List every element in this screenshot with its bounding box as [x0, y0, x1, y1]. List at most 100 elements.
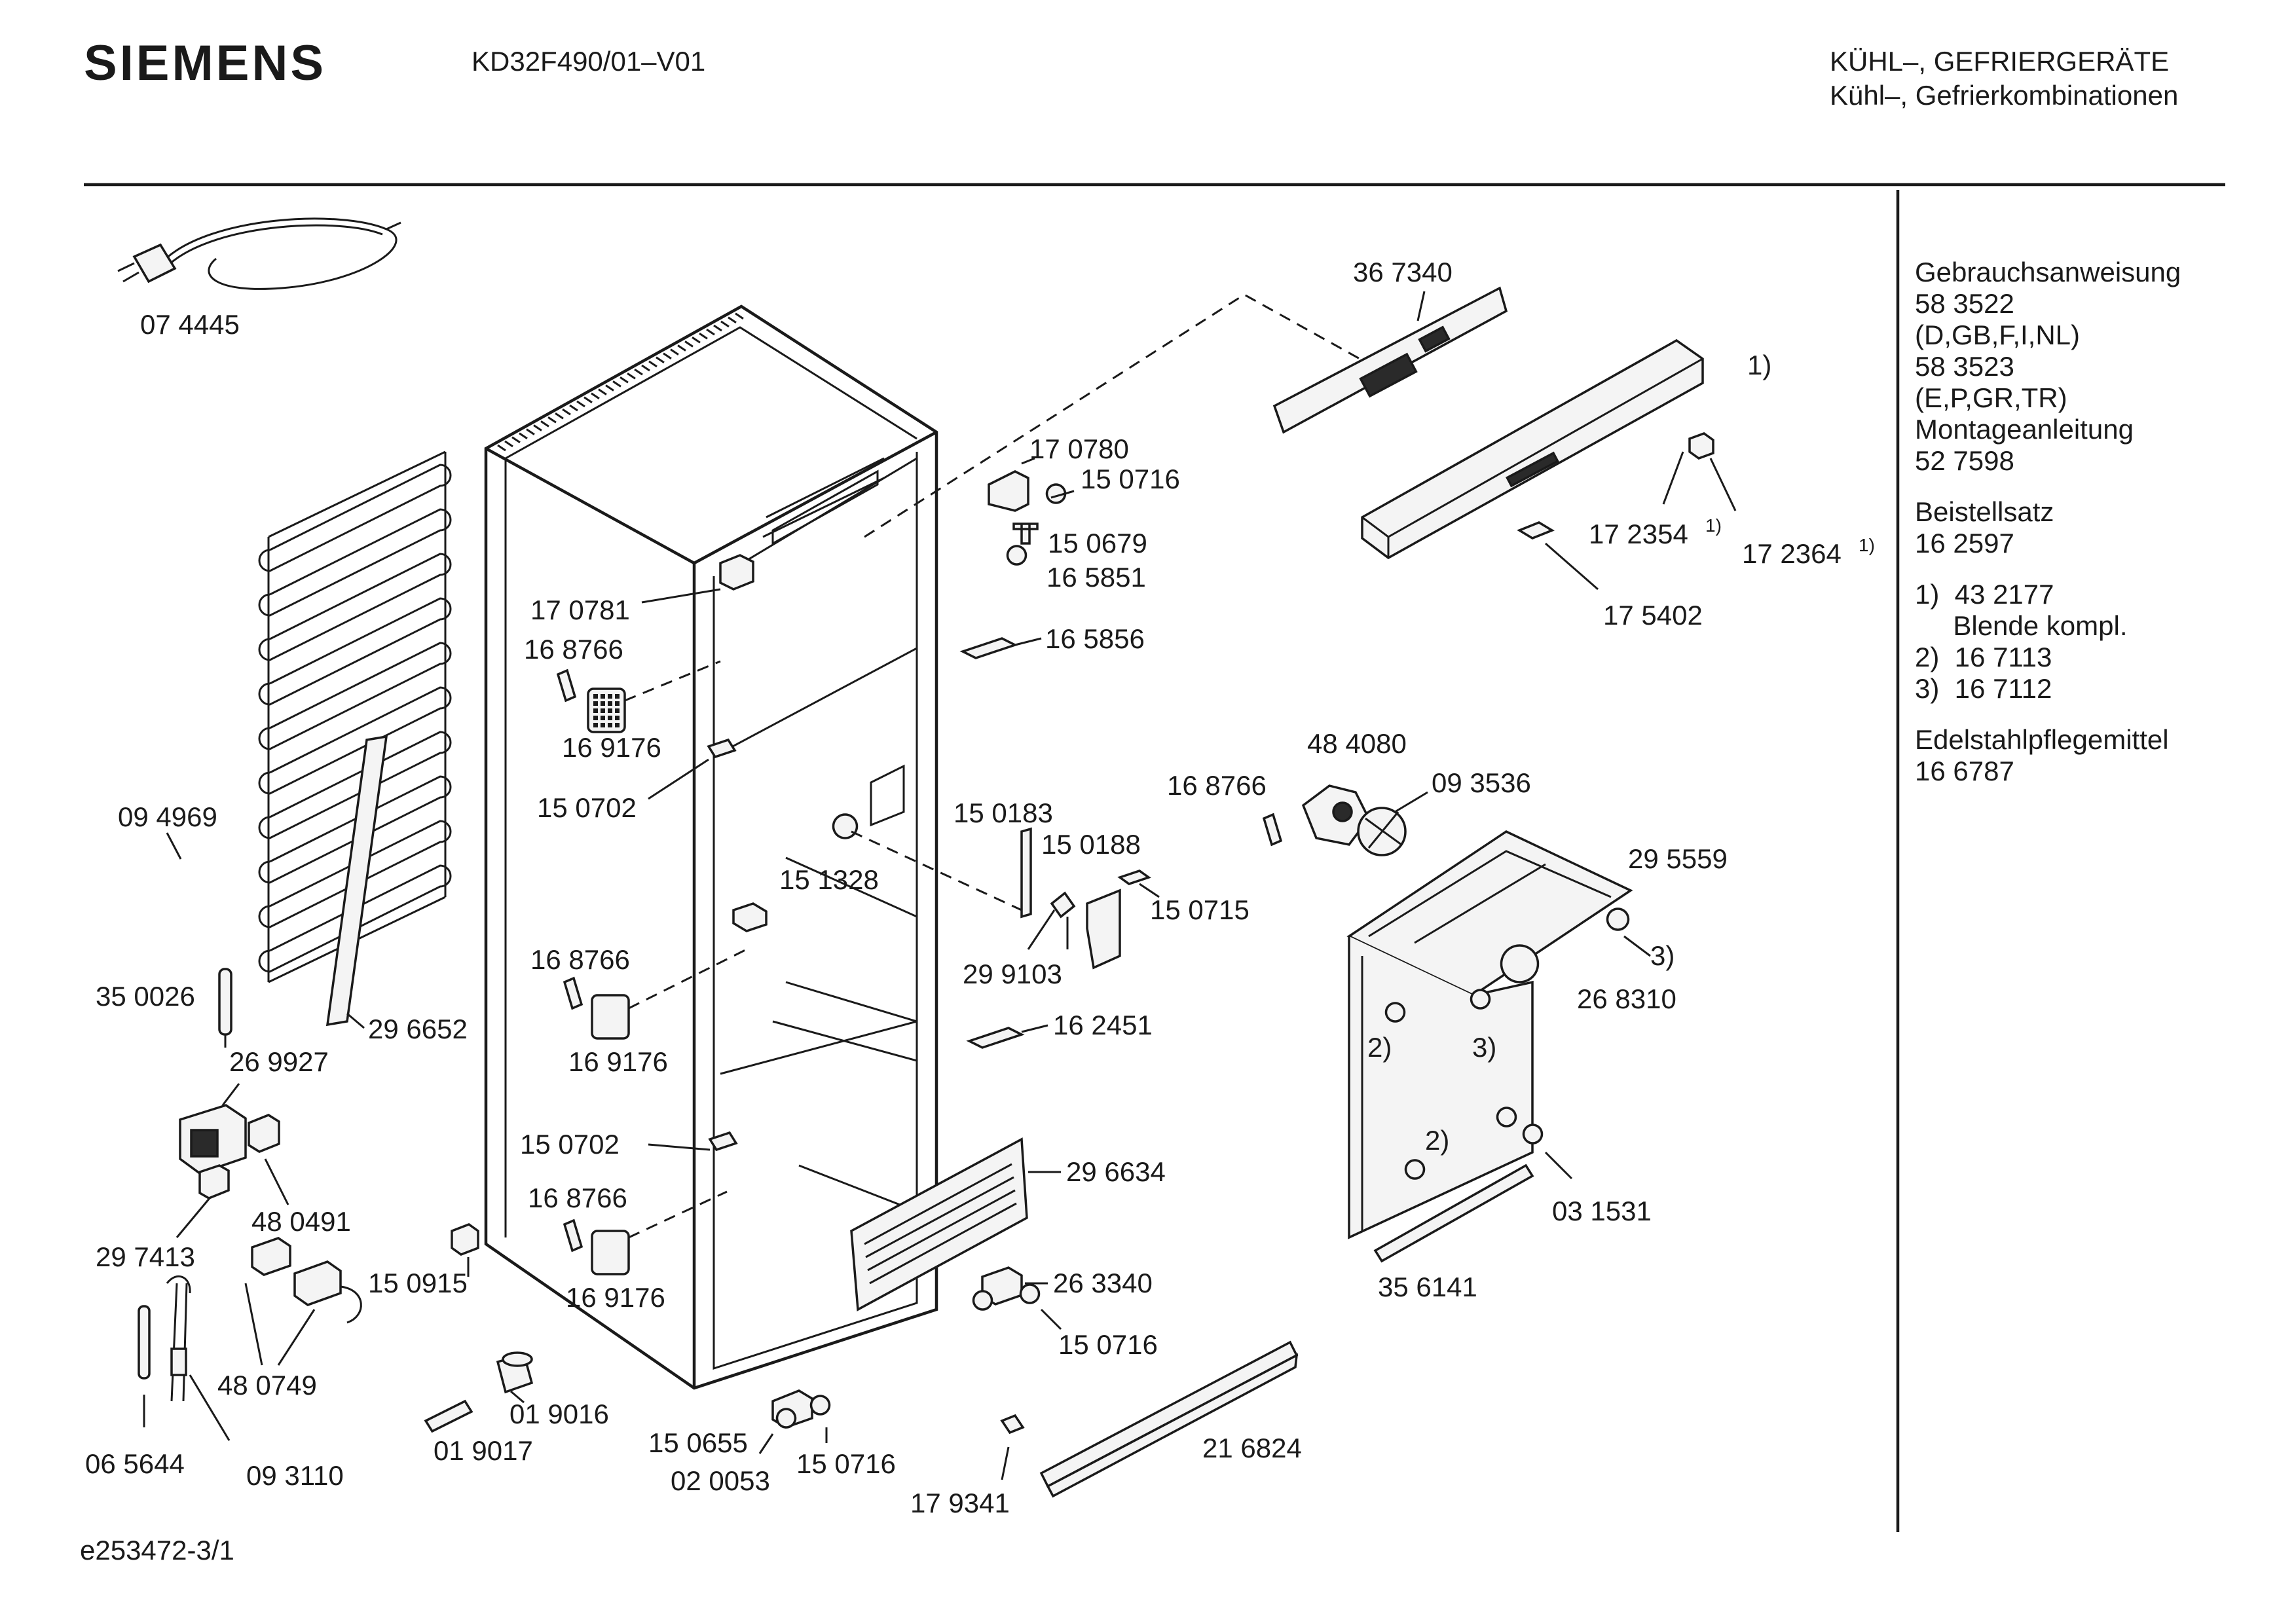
label-480749: 48 0749: [217, 1370, 317, 1401]
label-168766-c: 16 8766: [528, 1182, 627, 1213]
label-150702-a: 15 0702: [537, 792, 637, 823]
vent-slot: [591, 392, 600, 399]
label-350026: 35 0026: [96, 981, 195, 1012]
cap-part: [1500, 944, 1540, 983]
vent-slot: [547, 416, 557, 424]
coil-loop: [258, 553, 452, 661]
label-169176-a: 16 9176: [562, 732, 661, 763]
label-172364: 17 2364: [1742, 538, 1842, 569]
pin-part-c: [563, 1218, 583, 1253]
connector-part: [251, 1237, 362, 1324]
side-panel-line: 58 3522: [1915, 288, 2014, 319]
side-panel-line: Montageanleitung: [1915, 414, 2134, 445]
coil-loop: [258, 820, 452, 928]
label-150655: 15 0655: [648, 1427, 748, 1458]
grid-cell: [593, 701, 598, 706]
screw-part-g: [1496, 1107, 1517, 1127]
grid-cell: [593, 694, 598, 699]
power-cord-part: [117, 217, 401, 290]
grid-cell: [608, 723, 612, 727]
pin-part-b: [563, 976, 583, 1010]
screw-part-f: [1470, 989, 1491, 1010]
label-296634: 29 6634: [1066, 1156, 1166, 1187]
grid-cell: [601, 701, 605, 706]
coil-loop: [258, 464, 452, 572]
label-169176-b: 16 9176: [568, 1046, 668, 1077]
pin-part-e: [1262, 813, 1283, 847]
label-263340: 26 3340: [1053, 1268, 1153, 1298]
label-179341: 17 9341: [910, 1488, 1010, 1518]
vent-slot: [728, 316, 737, 324]
cover-part: [1086, 888, 1121, 970]
vent-slot: [720, 320, 730, 328]
coil-loop: [258, 864, 452, 973]
note-2-b: 2): [1425, 1125, 1449, 1156]
gasket-strip-part: [325, 735, 388, 1027]
side-panel-line: 58 3523: [1915, 351, 2014, 382]
clip-part-b: [732, 902, 768, 932]
hinge-part: [719, 554, 754, 591]
label-356141: 35 6141: [1378, 1272, 1477, 1302]
grid-cell: [593, 716, 598, 720]
drawing-id: e253472-3/1: [80, 1535, 234, 1566]
vent-slot: [692, 337, 701, 344]
side-panel-line: (E,P,GR,TR): [1915, 382, 2067, 413]
label-169176-c: 16 9176: [566, 1282, 665, 1313]
label-170781: 17 0781: [530, 595, 630, 625]
vent-slot: [620, 376, 629, 384]
grid-cell: [601, 716, 605, 720]
grid-cell: [601, 723, 605, 727]
label-269927: 26 9927: [229, 1046, 329, 1077]
vent-slot: [684, 340, 694, 348]
coil-loop: [258, 686, 452, 795]
vent-slot: [699, 332, 708, 340]
coil-loop: [258, 642, 452, 750]
grid-cell: [615, 723, 620, 727]
vent-slot: [627, 372, 636, 380]
sensor-part: [218, 968, 232, 1048]
bushing-part-d: [1522, 1124, 1544, 1145]
support-block-part-c: [591, 1230, 630, 1275]
label-165851: 16 5851: [1046, 562, 1146, 593]
label-168766-d: 16 8766: [1167, 770, 1267, 801]
side-panel-line: Gebrauchsanweisung: [1915, 257, 2181, 287]
side-panel-line: 16 6787: [1915, 756, 2014, 786]
vent-slot: [605, 384, 614, 392]
hinge-part-b: [988, 470, 1029, 512]
label-150702-b: 15 0702: [520, 1129, 620, 1160]
vent-slot: [663, 352, 672, 359]
label-480491: 48 0491: [251, 1206, 351, 1237]
category-subtitle: Kühl–, Gefrierkombinationen: [1830, 80, 2178, 111]
side-panel-line: Blende kompl.: [1915, 610, 2128, 641]
knob-part: [832, 813, 859, 839]
rail-part: [1020, 827, 1032, 919]
label-093110: 09 3110: [246, 1460, 344, 1491]
label-150715: 15 0715: [1150, 894, 1250, 925]
fridge-cabinet-part: [484, 304, 938, 1390]
coil-loop: [258, 597, 452, 706]
vent-slot: [648, 360, 657, 368]
label-019016: 01 9016: [509, 1399, 609, 1429]
grid-cell: [608, 694, 612, 699]
label-150716-b: 15 0716: [1058, 1329, 1158, 1360]
screw-part-b: [1019, 1283, 1041, 1304]
label-019017: 01 9017: [434, 1435, 533, 1466]
clip-part: [451, 1223, 479, 1256]
label-150188: 15 0188: [1041, 829, 1141, 860]
label-150183: 15 0183: [954, 797, 1053, 828]
vent-slot: [598, 388, 607, 395]
note-1-172364: 1): [1859, 535, 1875, 555]
note-3-a: 3): [1650, 940, 1675, 971]
label-170780: 17 0780: [1029, 433, 1129, 464]
label-150915: 15 0915: [368, 1268, 468, 1298]
vent-slot: [555, 412, 564, 420]
pin-part-d: [1012, 522, 1039, 545]
vent-slot: [562, 408, 571, 416]
label-296652: 29 6652: [368, 1014, 468, 1044]
grid-cell: [608, 716, 612, 720]
vent-slot: [634, 368, 643, 376]
label-268310: 26 8310: [1577, 983, 1676, 1014]
grid-cell: [593, 708, 598, 713]
label-299103: 29 9103: [963, 959, 1062, 989]
